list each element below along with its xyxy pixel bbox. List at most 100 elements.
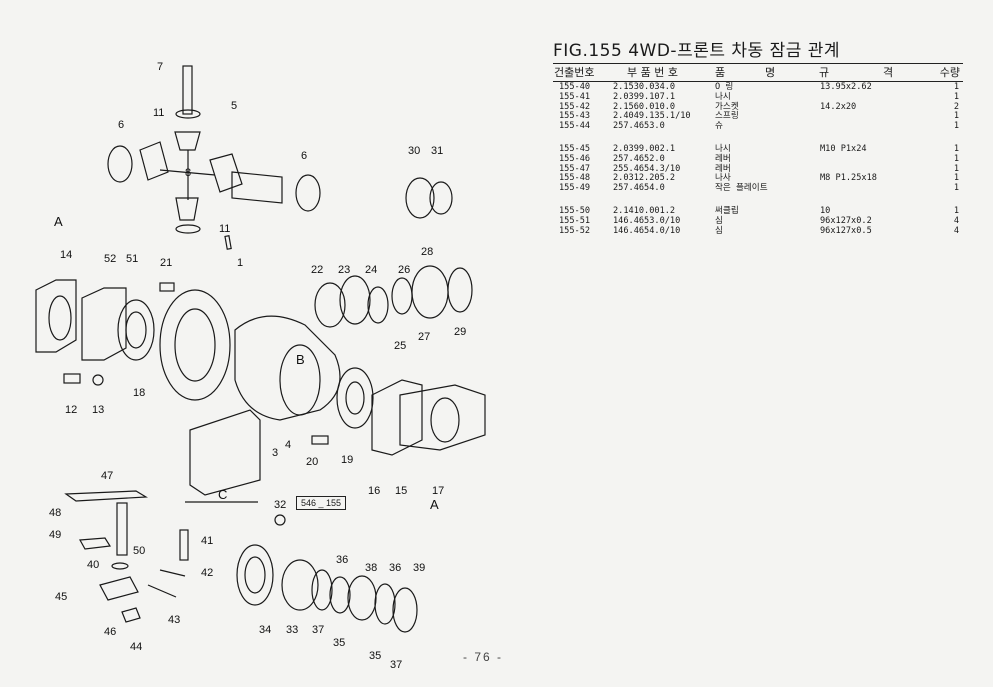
cell-name: 나시 — [715, 91, 731, 102]
callout-7: 7 — [157, 61, 164, 73]
bushing-30 — [405, 177, 435, 219]
callout-16: 16 — [368, 485, 381, 497]
callout-52: 52 — [104, 253, 117, 265]
part-28 — [411, 265, 449, 319]
header-part-no: 부 품 번 호 — [627, 66, 678, 79]
washer-13 — [92, 374, 104, 386]
callout-41: 41 — [201, 535, 214, 547]
callout-33: 33 — [286, 624, 299, 636]
cell-spec: 13.95x2.62 — [820, 82, 872, 92]
washer-11-bottom — [175, 224, 201, 234]
callout-29: 29 — [454, 326, 467, 338]
cell-part-no: 2.0399.002.1 — [613, 143, 676, 154]
screw-41 — [179, 529, 189, 561]
plate-16 — [371, 379, 423, 456]
callout-27: 27 — [418, 331, 431, 343]
gear-33 — [281, 559, 319, 611]
callout-11-bottom: 11 — [219, 223, 231, 235]
callout-22: 22 — [311, 264, 324, 276]
cell-qty: 2 — [953, 101, 959, 112]
cell-index: 155-44 — [559, 121, 591, 132]
callout-28: 28 — [421, 246, 434, 258]
callout-30: 30 — [408, 145, 421, 157]
callout-46: 46 — [104, 626, 117, 638]
table-row: 155-45 2.0399.002.1 나시 M10 P1x24 1 — [553, 144, 963, 154]
exploded-parts-diagram: 7 11 5 6 8 6 11 30 31 A 14 52 51 21 1 22… — [35, 61, 486, 671]
cell-spec: M10 P1x24 — [820, 143, 867, 154]
callout-31: 31 — [431, 145, 444, 157]
callout-36-right: 36 — [389, 562, 402, 574]
ring-40 — [111, 562, 129, 570]
title-rule — [553, 63, 963, 64]
callout-21: 21 — [160, 257, 173, 269]
callout-6: 6 — [118, 119, 125, 131]
shaft-7 — [182, 65, 193, 115]
callout-C: C — [218, 487, 228, 502]
cell-qty: 1 — [953, 163, 959, 174]
ring-6-right — [295, 174, 321, 212]
cell-index: 155-49 — [559, 183, 591, 194]
spider-gears-8 — [139, 131, 243, 221]
plate-47 — [64, 490, 148, 502]
part-26 — [391, 277, 413, 315]
callout-B: B — [296, 352, 305, 367]
callout-25: 25 — [394, 340, 407, 352]
washer-11-top — [175, 109, 201, 119]
ring-36 — [347, 575, 377, 621]
cell-spec: 10 — [820, 205, 831, 216]
spring-39 — [392, 587, 418, 633]
callout-48: 48 — [49, 507, 62, 519]
cell-index: 155-52 — [559, 225, 591, 236]
shim-52 — [81, 287, 127, 361]
cell-qty: 1 — [953, 143, 959, 154]
cell-index: 155-40 — [559, 82, 591, 92]
cell-part-no: 2.1530.034.0 — [613, 82, 676, 92]
part-24 — [367, 286, 389, 324]
cell-name: 써클립 — [715, 205, 739, 216]
cell-name: 슈 — [715, 121, 723, 132]
cell-name: 레버 — [715, 153, 731, 164]
header-name-b: 명 — [765, 66, 776, 79]
cell-index: 155-45 — [559, 143, 591, 154]
cell-name: 심 — [715, 225, 723, 236]
callout-36: 36 — [336, 554, 349, 566]
table-header: 건출번호 부 품 번 호 품 명 규 격 수량 — [553, 64, 963, 80]
cell-spec: 96x127x0.5 — [820, 225, 872, 236]
callout-43: 43 — [168, 614, 181, 626]
cell-index: 155-51 — [559, 215, 591, 226]
callout-34: 34 — [259, 624, 272, 636]
lever-46 — [99, 576, 139, 601]
header-name-a: 품 — [715, 66, 726, 79]
diff-housing-3 — [234, 315, 341, 421]
housing-outline-C — [189, 409, 261, 496]
callout-17: 17 — [432, 485, 445, 497]
cell-index: 155-47 — [559, 163, 591, 174]
cell-qty: 1 — [953, 153, 959, 164]
callout-45: 45 — [55, 591, 68, 603]
figure-ref-code: 546 _ 155 — [296, 496, 347, 510]
cell-part-no: 2.0399.107.1 — [613, 91, 676, 102]
bolt-12 — [63, 373, 81, 384]
callout-35: 35 — [333, 637, 346, 649]
group-gap — [553, 193, 963, 206]
callout-24: 24 — [365, 264, 378, 276]
callout-14: 14 — [60, 249, 73, 261]
callout-3: 3 — [272, 447, 279, 459]
shaft-47 — [116, 502, 128, 556]
header-index: 건출번호 — [554, 66, 595, 79]
spring-42 — [159, 569, 186, 577]
callout-42: 42 — [201, 567, 214, 579]
cell-name: 나시 — [715, 143, 731, 154]
cell-index: 155-43 — [559, 111, 591, 122]
callout-6-right: 6 — [301, 150, 308, 162]
callout-5: 5 — [231, 100, 238, 112]
callout-47: 47 — [101, 470, 114, 482]
callout-18: 18 — [133, 387, 146, 399]
cell-qty: 1 — [953, 205, 959, 216]
